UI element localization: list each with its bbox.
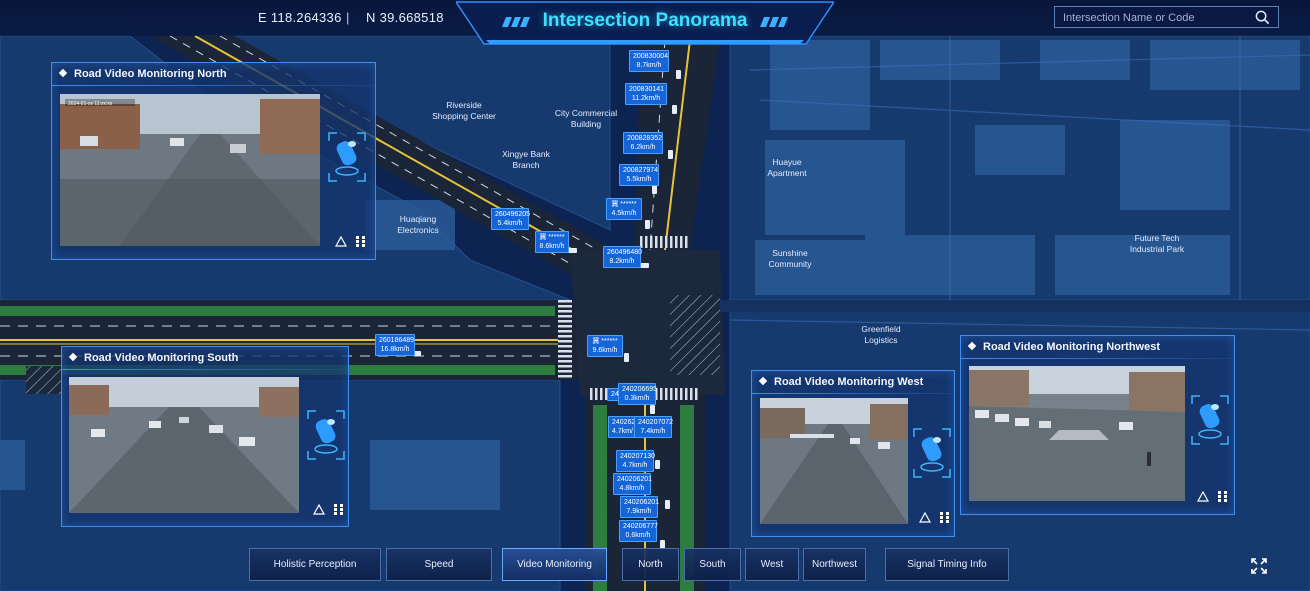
page-title: Intersection Panorama <box>542 10 748 31</box>
nav-holistic-perception[interactable]: Holistic Perception <box>249 548 381 581</box>
label-huayue: Huayue Apartment <box>767 157 807 178</box>
panel-title-west: Road Video Monitoring West <box>758 376 924 388</box>
camera-icon[interactable] <box>306 409 346 461</box>
nav-signal-timing-info[interactable]: Signal Timing Info <box>885 548 1009 581</box>
panel-title-text: Road Video Monitoring Northwest <box>983 341 1161 353</box>
panel-title-south: Road Video Monitoring South <box>68 352 239 364</box>
ptz-controls[interactable] <box>312 503 346 515</box>
grid-icon <box>1218 491 1227 502</box>
diamond-icon <box>758 376 768 386</box>
search-input[interactable] <box>1063 10 1243 25</box>
diamond-icon <box>58 68 68 78</box>
nav-video-monitoring[interactable]: Video Monitoring <box>502 548 607 581</box>
search-icon[interactable] <box>1255 10 1270 25</box>
pointer-icon <box>918 511 932 523</box>
block-outlines <box>729 36 1310 331</box>
ptz-controls[interactable] <box>918 511 952 523</box>
video-panel-north: Road Video Monitoring North 2024-01-xx 1… <box>51 62 376 260</box>
nav-south[interactable]: South <box>684 548 741 581</box>
panel-divider <box>961 358 1234 359</box>
nav-west[interactable]: West <box>745 548 799 581</box>
grid-icon <box>356 236 365 247</box>
diamond-icon <box>68 352 78 362</box>
label-greenfield: Greenfield Logistics <box>861 324 901 345</box>
video-feed-south[interactable] <box>69 377 299 513</box>
label-city-commercial: City Commercial Building <box>554 108 618 129</box>
panel-title-text: Road Video Monitoring North <box>74 68 227 80</box>
video-panel-northwest: Road Video Monitoring Northwest <box>960 335 1235 515</box>
video-panel-south: Road Video Monitoring South <box>61 346 349 527</box>
label-futuretech: Future Tech Industrial Park <box>1129 233 1185 254</box>
title-chevrons-left <box>502 17 530 27</box>
pointer-icon <box>1196 490 1210 502</box>
diamond-icon <box>967 341 977 351</box>
label-sunshine: Sunshine Community <box>768 248 812 269</box>
latitude-readout: N 39.668518 <box>366 10 444 25</box>
panel-title-text: Road Video Monitoring South <box>84 352 239 364</box>
panel-title-text: Road Video Monitoring West <box>774 376 924 388</box>
camera-icon[interactable] <box>1190 394 1230 446</box>
coord-separator: | <box>346 10 350 25</box>
camera-icon[interactable] <box>912 427 952 479</box>
panel-title-northwest: Road Video Monitoring Northwest <box>967 341 1161 353</box>
search-box[interactable] <box>1054 6 1279 28</box>
nav-speed[interactable]: Speed <box>386 548 492 581</box>
nav-northwest[interactable]: Northwest <box>803 548 866 581</box>
panel-divider <box>62 369 348 370</box>
grid-icon <box>334 504 343 515</box>
ptz-controls[interactable] <box>334 235 368 247</box>
panel-title-north: Road Video Monitoring North <box>58 68 227 80</box>
grid-icon <box>940 512 949 523</box>
panel-divider <box>52 85 375 86</box>
video-timestamp: 2024-01-xx 11:xx:xx <box>68 101 113 107</box>
vehicle-tag[interactable]: 冀 ******4.5km/h <box>606 198 642 220</box>
title-banner: Intersection Panorama <box>456 0 834 46</box>
pointer-icon <box>312 503 326 515</box>
title-chevrons-right <box>760 17 788 27</box>
vehicle-tag[interactable]: 24 <box>607 388 619 401</box>
vehicle-tag[interactable]: 冀 ******9.6km/h <box>587 335 623 357</box>
vehicle-tag[interactable]: 冀 ******8.6km/h <box>535 231 569 253</box>
nav-north[interactable]: North <box>622 548 679 581</box>
pointer-icon <box>334 235 348 247</box>
label-riverside: Riverside Shopping Center <box>432 100 496 121</box>
label-huaqiang: Huaqiang Electronics <box>397 214 439 235</box>
fullscreen-icon[interactable] <box>1251 558 1267 574</box>
panel-divider <box>752 393 954 394</box>
video-feed-west[interactable] <box>760 398 908 524</box>
camera-icon[interactable] <box>327 131 367 183</box>
video-feed-north[interactable]: 2024-01-xx 11:xx:xx <box>60 94 320 246</box>
longitude-readout: E 118.264336 <box>258 10 342 25</box>
video-panel-west: Road Video Monitoring West <box>751 370 955 537</box>
label-xingye: Xingye Bank Branch <box>502 149 550 170</box>
video-feed-northwest[interactable] <box>969 366 1185 501</box>
ptz-controls[interactable] <box>1196 490 1230 502</box>
